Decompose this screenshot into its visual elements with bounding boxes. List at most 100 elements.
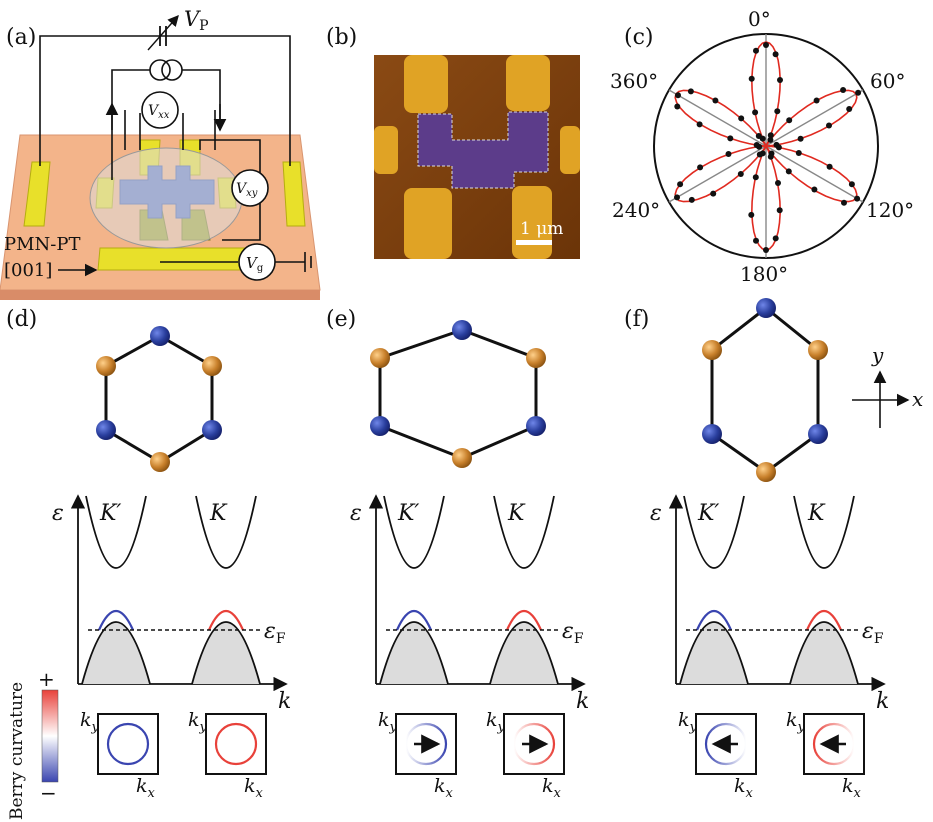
electrode-left xyxy=(23,161,51,227)
atom-blue xyxy=(202,420,222,440)
polar-label-60: 60° xyxy=(870,69,905,93)
vp-subscript: P xyxy=(199,18,208,34)
atom-blue xyxy=(150,326,170,346)
conduction-band xyxy=(195,495,257,569)
atom-blue xyxy=(526,416,546,436)
kx-subscript: x xyxy=(446,786,454,801)
substrate-label: PMN-PT xyxy=(4,234,81,255)
valley-label-kprime: K′ xyxy=(697,501,719,526)
polar-content xyxy=(668,34,864,258)
atom-blue xyxy=(370,416,390,436)
berry-cap xyxy=(805,610,843,631)
ky-label: ky xyxy=(486,709,506,735)
panel-b-label: (b) xyxy=(326,25,357,50)
polar-data-point xyxy=(854,195,861,202)
k-axis-label: k xyxy=(876,689,889,714)
valence-band xyxy=(191,621,261,685)
berry-cap xyxy=(395,610,433,631)
panel-a-label: (a) xyxy=(6,25,36,50)
hexagon-f xyxy=(702,298,828,482)
kx-subscript: x xyxy=(256,786,264,801)
valley-label-kprime: K′ xyxy=(397,501,419,526)
colorbar-plus: + xyxy=(38,667,55,691)
fermi-circle xyxy=(106,722,150,766)
valence-band xyxy=(81,621,151,685)
conduction-band xyxy=(85,495,147,569)
polar-data-point xyxy=(727,135,734,142)
polar-data-point xyxy=(674,103,681,110)
polar-data-point xyxy=(841,199,847,206)
ky-label: ky xyxy=(378,709,398,735)
valley-label-k: K xyxy=(507,501,526,526)
afm-flake xyxy=(417,111,549,189)
fermi-subscript: F xyxy=(276,631,286,647)
kx-label: kx xyxy=(734,775,754,801)
polar-data-point xyxy=(674,194,680,201)
x-axis-label: x xyxy=(912,387,923,411)
polar-data-point xyxy=(675,92,681,99)
vg-meter xyxy=(238,243,276,281)
polar-data-point xyxy=(767,132,774,139)
fermi-circle xyxy=(214,722,258,766)
kx-label: kx xyxy=(434,775,454,801)
kx-label: kx xyxy=(136,775,156,801)
atom-orange xyxy=(526,348,546,368)
ky-subscript: y xyxy=(91,720,100,735)
polar-label-0: 0° xyxy=(748,7,771,31)
panel-b: (b) 1 μm xyxy=(326,25,580,259)
kx-subscript: x xyxy=(148,786,156,801)
current-source-icon xyxy=(149,59,171,81)
atom-blue xyxy=(702,424,722,444)
energy-axis-label: ε xyxy=(650,501,662,526)
gate-electrode xyxy=(97,247,263,271)
orientation-label: [001] xyxy=(4,260,52,281)
polar-data-point xyxy=(756,151,763,158)
atom-orange xyxy=(808,340,828,360)
conduction-band xyxy=(493,495,555,569)
polar-data-point xyxy=(774,108,781,115)
polar-data-point xyxy=(748,75,755,82)
polar-data-point xyxy=(737,171,744,177)
polar-data-point xyxy=(753,47,759,54)
ky-subscript: y xyxy=(689,720,698,735)
atom-orange xyxy=(150,452,170,472)
polar-data-point xyxy=(748,211,755,218)
atom-orange xyxy=(370,348,390,368)
fermi-subscript: F xyxy=(574,631,584,647)
vxx-meter xyxy=(141,91,179,129)
panel-c: (c) 0° 60° 120° 180° 240° 360° xyxy=(610,7,914,286)
xy-axes-icon: x y xyxy=(852,343,923,428)
polar-data-point xyxy=(848,181,855,188)
polar-data-point xyxy=(855,89,862,96)
polar-data-point xyxy=(696,121,703,128)
fermi-circle xyxy=(512,722,556,766)
polar-data-point xyxy=(767,153,774,160)
polar-data-point xyxy=(786,117,793,124)
kx-subscript: x xyxy=(554,786,562,801)
colorbar-label: Berry curvature xyxy=(7,682,27,820)
polar-data-point xyxy=(776,207,783,214)
panel-a: (a) xyxy=(0,7,321,300)
panel-e-label: (e) xyxy=(326,307,356,332)
valley-label-k: K xyxy=(209,501,228,526)
kx-subscript: x xyxy=(746,786,754,801)
polar-data-point xyxy=(775,180,781,186)
fermi-subscript: F xyxy=(874,631,884,647)
ky-subscript: y xyxy=(199,720,208,735)
panel-c-label: (c) xyxy=(624,25,654,50)
valence-band xyxy=(789,621,859,685)
vg-label: V xyxy=(246,254,259,272)
fermi-label: εF xyxy=(562,619,584,647)
k-axis-label: k xyxy=(576,689,589,714)
fermi-label: εF xyxy=(862,619,884,647)
fermi-circle xyxy=(812,722,856,766)
fermi-label: εF xyxy=(264,619,286,647)
conduction-band xyxy=(793,495,855,569)
polar-data-point xyxy=(826,122,832,129)
polar-data-point xyxy=(753,142,760,148)
berry-cap xyxy=(207,610,245,631)
